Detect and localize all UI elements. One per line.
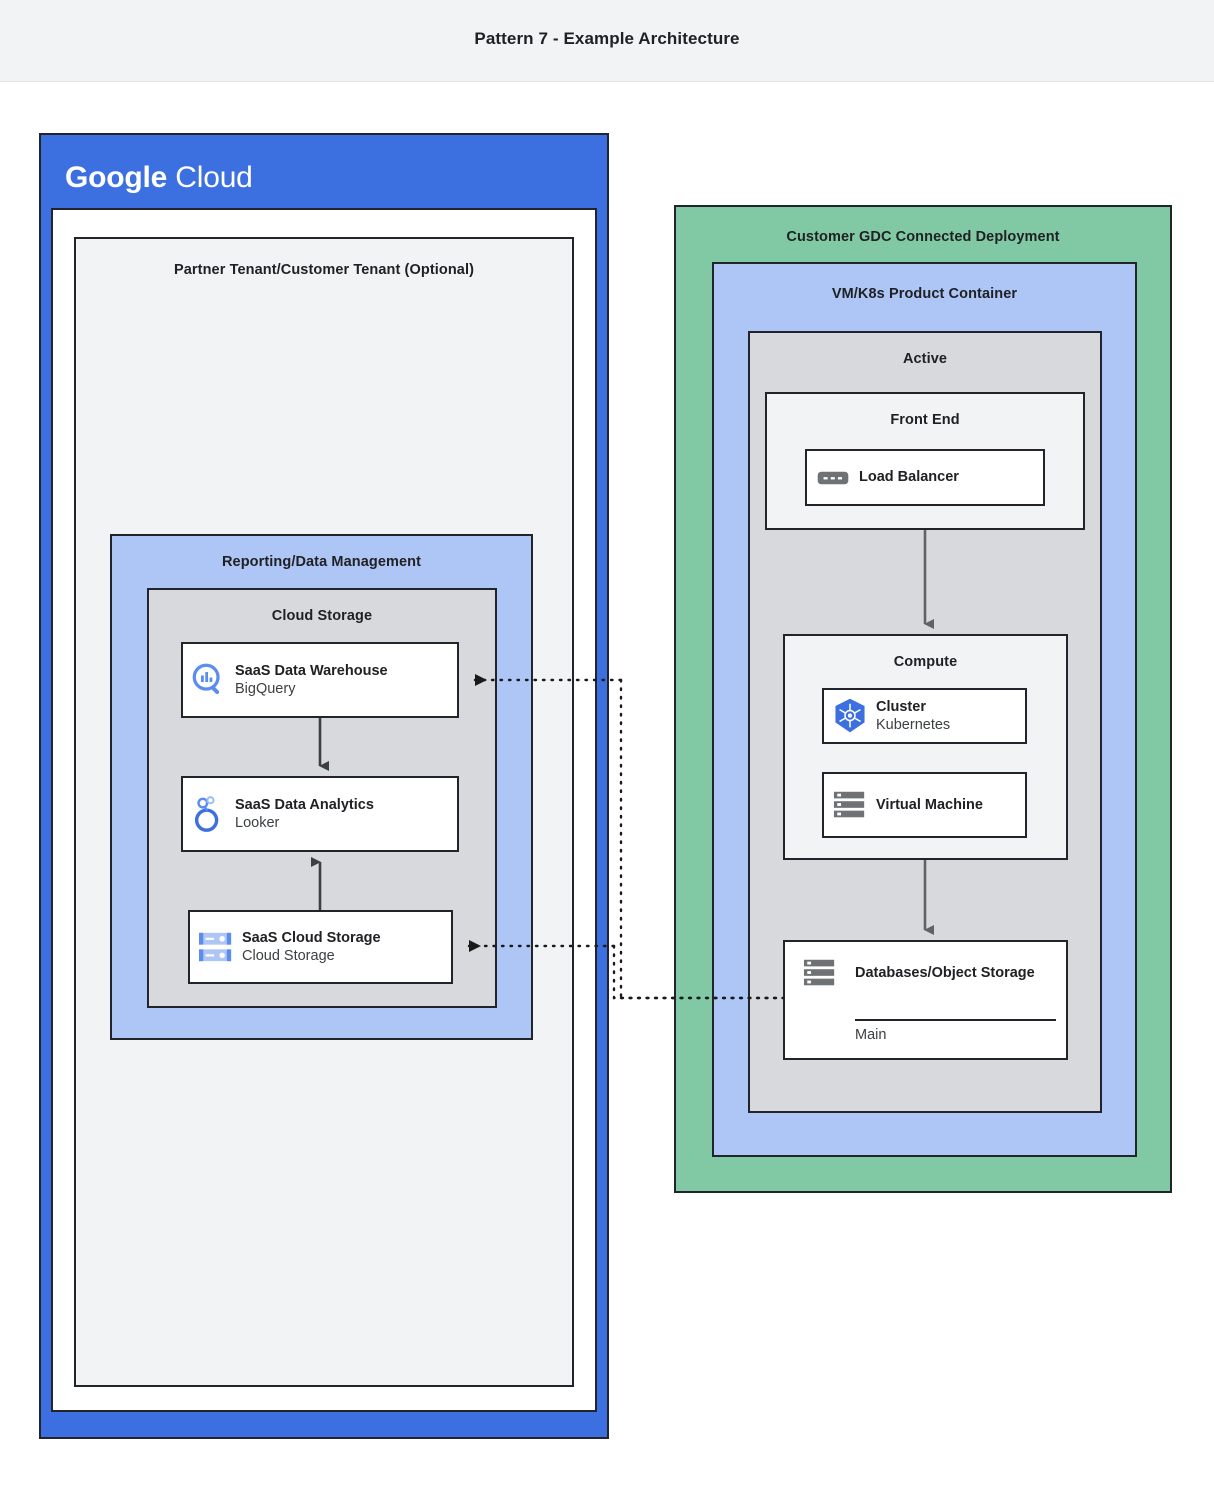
card-title: Cluster — [876, 698, 926, 715]
logo-cloud-text: Cloud — [175, 161, 253, 194]
database-card-header-row: Databases/Object Storage — [785, 942, 1066, 990]
card-title: Databases/Object Storage — [855, 964, 1035, 981]
card-subtitle: BigQuery — [235, 681, 296, 697]
load-balancer-icon — [807, 469, 859, 487]
cloud-storage-icon — [190, 930, 242, 964]
virtual-machine-icon — [824, 788, 876, 822]
gdc-connected-deployment-label: Customer GDC Connected Deployment — [786, 229, 1060, 245]
bigquery-icon — [183, 661, 235, 699]
card-title: Virtual Machine — [876, 796, 983, 813]
card-text-saas-data-analytics: SaaS Data Analytics Looker — [235, 796, 457, 832]
active-label: Active — [902, 351, 948, 367]
card-text-virtual-machine: Virtual Machine — [876, 796, 1025, 814]
card-saas-cloud-storage[interactable]: SaaS Cloud Storage Cloud Storage — [188, 910, 453, 984]
card-load-balancer[interactable]: Load Balancer — [805, 449, 1045, 506]
card-text-saas-data-warehouse: SaaS Data Warehouse BigQuery — [235, 662, 457, 698]
card-text-saas-cloud-storage: SaaS Cloud Storage Cloud Storage — [242, 929, 451, 965]
logo-google-text: Google — [65, 161, 168, 194]
card-cluster[interactable]: Cluster Kubernetes — [822, 688, 1027, 744]
card-saas-data-warehouse[interactable]: SaaS Data Warehouse BigQuery — [181, 642, 459, 718]
card-subtitle: Kubernetes — [876, 717, 951, 733]
card-virtual-machine[interactable]: Virtual Machine — [822, 772, 1027, 838]
card-title: SaaS Cloud Storage — [242, 929, 381, 946]
front-end-label: Front End — [890, 412, 960, 428]
card-title: Load Balancer — [859, 469, 959, 486]
reporting-data-management-label: Reporting/Data Management — [221, 554, 422, 570]
card-saas-data-analytics[interactable]: SaaS Data Analytics Looker — [181, 776, 459, 852]
page-title: Pattern 7 - Example Architecture — [474, 29, 740, 48]
card-text-cluster: Cluster Kubernetes — [876, 698, 1025, 734]
kubernetes-icon — [824, 696, 876, 736]
cloud-storage-group-label: Cloud Storage — [271, 608, 373, 624]
card-subtitle: Cloud Storage — [242, 948, 335, 964]
compute-label: Compute — [893, 654, 958, 670]
title-bar: Pattern 7 - Example Architecture — [0, 0, 1214, 82]
card-databases-object-storage[interactable]: Databases/Object Storage Main — [783, 940, 1068, 1060]
database-icon — [785, 956, 855, 990]
vm-k8s-product-container-label: VM/K8s Product Container — [831, 286, 1018, 302]
card-title: SaaS Data Warehouse — [235, 662, 388, 679]
database-card-divider — [855, 1019, 1056, 1021]
card-subtitle: Looker — [235, 815, 280, 831]
card-title: SaaS Data Analytics — [235, 796, 374, 813]
partner-tenant-label: Partner Tenant/Customer Tenant (Optional… — [173, 262, 475, 278]
database-card-detail: Main — [855, 1027, 887, 1043]
google-cloud-logo: Google Cloud — [65, 161, 253, 195]
card-text-load-balancer: Load Balancer — [859, 468, 1043, 486]
looker-icon — [183, 794, 235, 834]
